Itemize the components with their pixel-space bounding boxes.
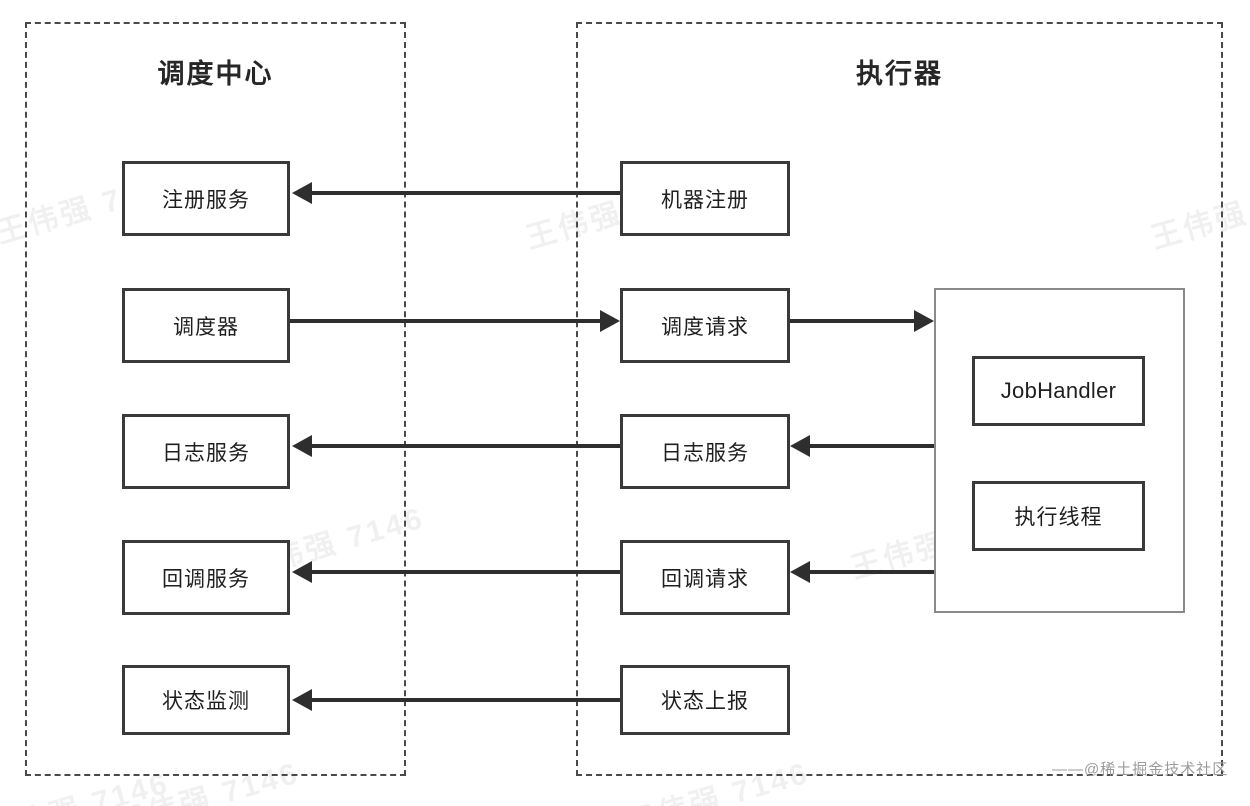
flow-arrowhead-schedule-request bbox=[600, 310, 620, 332]
credit-watermark: ——@稀土掘金技术社区 bbox=[1052, 761, 1229, 778]
flow-line-runtime-to-log bbox=[810, 444, 934, 448]
box-scheduler[interactable]: 调度器 bbox=[122, 288, 290, 363]
box-callback-request[interactable]: 回调请求 bbox=[620, 540, 790, 615]
flow-line-runtime-to-callback bbox=[810, 570, 934, 574]
flow-line-status-report bbox=[312, 698, 620, 702]
box-callback-service[interactable]: 回调服务 bbox=[122, 540, 290, 615]
flow-line-scheduler bbox=[290, 319, 600, 323]
box-log-service[interactable]: 日志服务 bbox=[122, 414, 290, 489]
flow-arrowhead-executor-runtime bbox=[914, 310, 934, 332]
box-executor-runtime bbox=[934, 288, 1185, 613]
box-log-service-executor[interactable]: 日志服务 bbox=[620, 414, 790, 489]
flow-arrowhead-status-monitor bbox=[292, 689, 312, 711]
flow-line-machine-register bbox=[312, 191, 620, 195]
panel-scheduler-center bbox=[25, 22, 406, 776]
flow-arrowhead-log-service bbox=[292, 435, 312, 457]
box-status-monitor[interactable]: 状态监测 bbox=[122, 665, 290, 735]
flow-line-schedule-to-runtime bbox=[790, 319, 914, 323]
panel-executor bbox=[576, 22, 1223, 776]
flow-line-log-service bbox=[312, 444, 620, 448]
panel-title-executor: 执行器 bbox=[856, 59, 943, 89]
box-machine-register[interactable]: 机器注册 bbox=[620, 161, 790, 236]
panel-title-scheduler-center: 调度中心 bbox=[157, 59, 274, 89]
box-status-report[interactable]: 状态上报 bbox=[620, 665, 790, 735]
flow-arrowhead-callback-request bbox=[790, 561, 810, 583]
flow-arrowhead-log-service-executor bbox=[790, 435, 810, 457]
flow-arrowhead-register-service bbox=[292, 182, 312, 204]
flow-line-callback-service bbox=[312, 570, 620, 574]
box-job-handler[interactable]: JobHandler bbox=[972, 356, 1145, 426]
box-execute-thread[interactable]: 执行线程 bbox=[972, 481, 1145, 551]
box-schedule-request[interactable]: 调度请求 bbox=[620, 288, 790, 363]
flow-arrowhead-callback-service bbox=[292, 561, 312, 583]
box-register-service[interactable]: 注册服务 bbox=[122, 161, 290, 236]
